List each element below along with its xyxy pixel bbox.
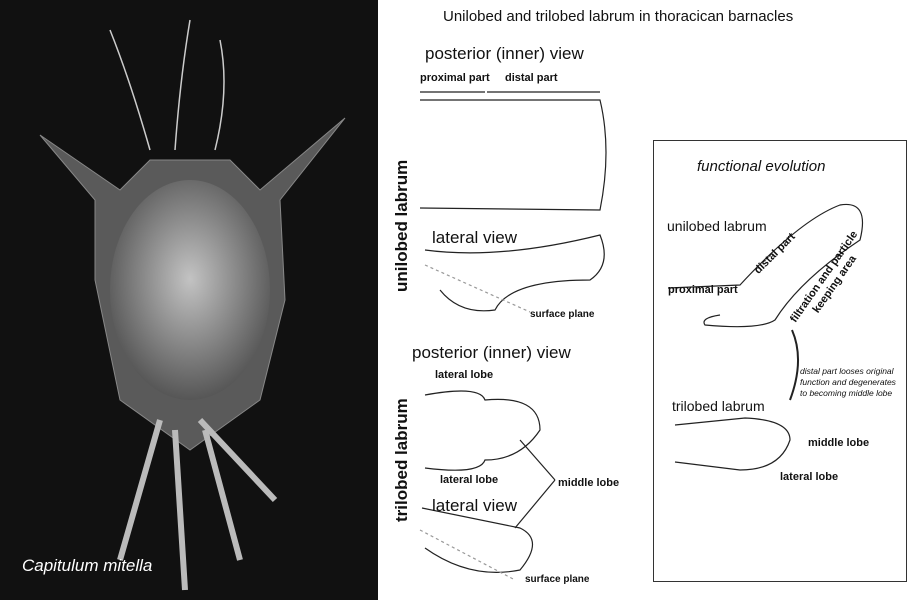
evolution-proximal-label: proximal part [668,284,738,296]
evolution-note: distal part looses original function and… [800,366,896,399]
evolution-trilobed-label: trilobed labrum [672,398,765,414]
evolution-heading: functional evolution [697,158,826,175]
evolution-lateral-lobe-label: lateral lobe [780,471,839,483]
unilobed-side-label: unilobed labrum [392,159,411,292]
unilobed-lateral-heading: lateral view [432,228,518,247]
lateral-lobe-top-label: lateral lobe [435,369,494,381]
specimen-photo: Capitulum mitella [0,0,378,600]
distal-part-label: distal part [505,72,558,84]
evolution-unilobed-label: unilobed labrum [667,218,767,234]
trilobed-lateral-heading: lateral view [432,496,518,515]
trilobed-posterior-heading: posterior (inner) view [412,343,571,362]
evolution-note-line-1: distal part looses original [800,366,894,376]
lateral-lobe-bottom-label: lateral lobe [440,474,499,486]
trilobed-surface-label: surface plane [525,574,590,585]
barnacle-larva-illustration [39,19,346,591]
unilobed-posterior-heading: posterior (inner) view [425,44,584,63]
evolution-middle-lobe-label: middle lobe [808,437,870,449]
photo-caption: Capitulum mitella [22,556,153,575]
middle-lobe-label: middle lobe [558,477,620,489]
proximal-part-label: proximal part [420,72,490,84]
figure-title: Unilobed and trilobed labrum in thoracic… [443,8,794,25]
unilobed-surface-label: surface plane [530,309,595,320]
evolution-note-line-2: function and degenerates [800,377,896,387]
evolution-note-line-3: to becoming middle lobe [800,388,893,398]
functional-evolution-panel [653,140,907,582]
trilobed-side-label: trilobed labrum [392,398,411,522]
